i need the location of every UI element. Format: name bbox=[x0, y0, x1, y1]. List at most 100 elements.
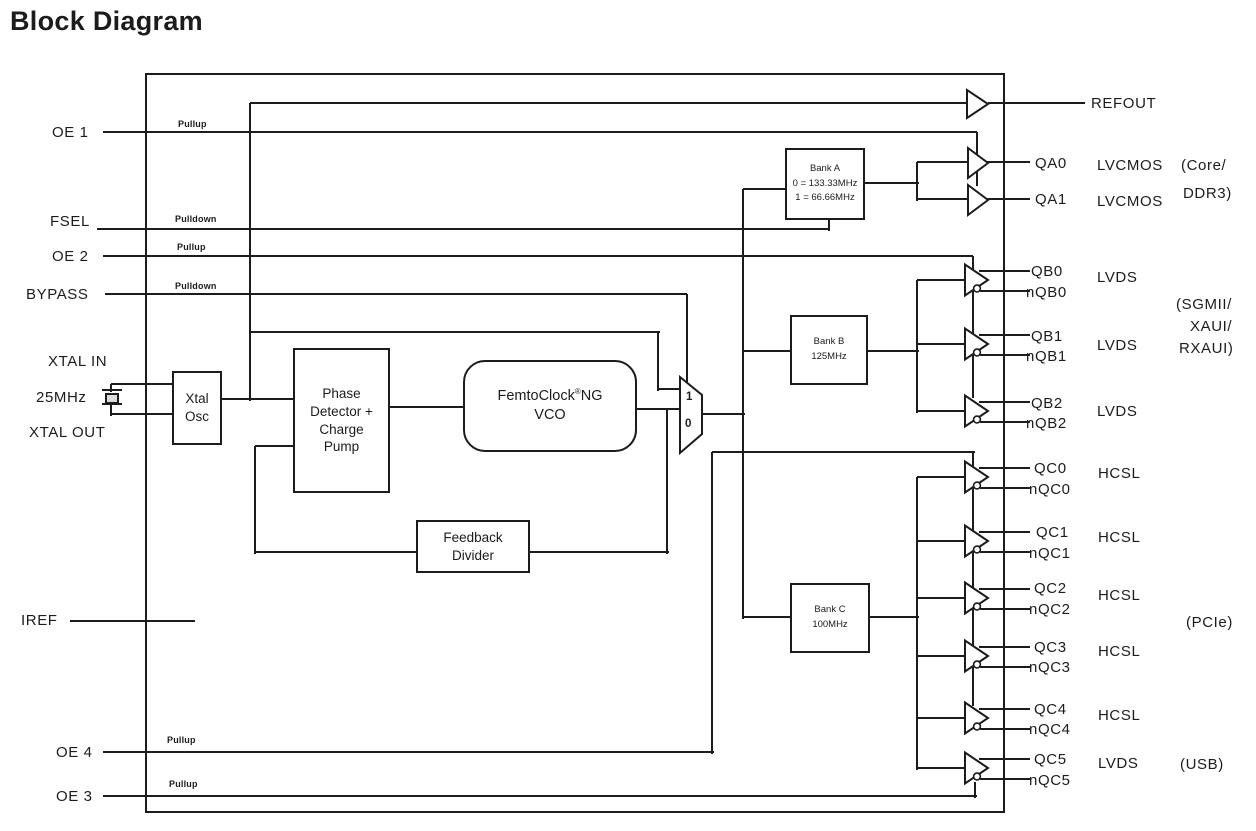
qb1-out-wire bbox=[979, 334, 1030, 336]
page-title: Block Diagram bbox=[10, 6, 203, 36]
output-qc0-label: QC0 bbox=[1034, 460, 1067, 477]
output-qc1-type: HCSL bbox=[1098, 529, 1141, 546]
output-qb0-label: QB0 bbox=[1031, 263, 1063, 280]
output-nqc3-label: nQC3 bbox=[1029, 659, 1071, 676]
nqc5-out-wire bbox=[980, 778, 1030, 780]
pin-oe3-pull: Pullup bbox=[169, 779, 198, 789]
qc3-buffer-invert-bubble bbox=[972, 660, 982, 669]
nqb2-out-wire bbox=[980, 421, 1030, 423]
output-nqc4-label: nQC4 bbox=[1029, 721, 1071, 738]
vco-out-wire bbox=[635, 408, 682, 410]
pin-xtal-in-label: XTAL IN bbox=[48, 353, 108, 370]
pin-bypass-label: BYPASS bbox=[26, 286, 89, 303]
phase-detector-block: Phase Detector + Charge Pump bbox=[293, 348, 390, 493]
bank-b-out-wire bbox=[866, 350, 919, 352]
qa1-buffer bbox=[967, 183, 990, 217]
output-qc1-label: QC1 bbox=[1036, 524, 1069, 541]
xtal-in-wire bbox=[111, 383, 172, 385]
output-qa0-type: LVCMOS bbox=[1097, 157, 1163, 174]
clock-mux-shape bbox=[679, 374, 703, 456]
fbdiv-label-line1: Feedback bbox=[443, 529, 503, 545]
output-qb2-type: LVDS bbox=[1097, 403, 1138, 420]
qc0-buffer-invert-bubble bbox=[972, 481, 982, 490]
qc1-buffer-invert-bubble bbox=[972, 545, 982, 554]
bank-b-title: Bank B bbox=[813, 336, 845, 348]
oe4-enable-chain bbox=[972, 452, 974, 706]
qc0-out-wire bbox=[979, 467, 1030, 469]
pin-iref-label: IREF bbox=[21, 612, 58, 629]
bank-c-title: Bank C bbox=[814, 604, 846, 616]
pin-fsel-label: FSEL bbox=[50, 213, 90, 230]
pin-oe4-label: OE 4 bbox=[56, 744, 93, 761]
qb0-buffer-invert-bubble bbox=[972, 284, 982, 293]
qc3-in-wire bbox=[917, 655, 967, 657]
qc1-out-wire bbox=[979, 531, 1030, 533]
ref-bypass-rail bbox=[249, 103, 251, 401]
qc-application-label: (PCIe) bbox=[1186, 614, 1233, 631]
xtal-mux-top-wire bbox=[250, 331, 660, 333]
output-qc4-label: QC4 bbox=[1034, 701, 1067, 718]
pin-oe4-pull: Pullup bbox=[167, 735, 196, 745]
qc5-in-wire bbox=[917, 767, 967, 769]
bank-c-frequency: 100MHz bbox=[812, 619, 848, 630]
oe4-top-wire bbox=[712, 451, 975, 453]
oe3-wire bbox=[103, 795, 977, 797]
oe4-wire bbox=[103, 751, 714, 753]
qc5-application-label: (USB) bbox=[1180, 756, 1224, 773]
qb-application-line2: XAUI/ bbox=[1190, 318, 1233, 335]
qc4-buffer-invert-bubble bbox=[972, 722, 982, 731]
nqc2-out-wire bbox=[980, 608, 1030, 610]
qa1-in-wire bbox=[917, 198, 970, 200]
bank-c-out-wire bbox=[868, 616, 919, 618]
bank-a-option0: 0 = 133.33MHz bbox=[792, 177, 858, 189]
output-qc0-type: HCSL bbox=[1098, 465, 1141, 482]
nqc3-out-wire bbox=[980, 666, 1030, 668]
qa0-out-wire bbox=[986, 161, 1030, 163]
qc0-in-wire bbox=[917, 476, 967, 478]
pll-feedback-in-wire bbox=[255, 445, 295, 447]
pll-label-line2: Detector + bbox=[310, 403, 373, 419]
fsel-wire bbox=[97, 228, 830, 230]
refout-buffer bbox=[966, 88, 990, 120]
qa0-buffer bbox=[967, 146, 990, 180]
registered-mark: ® bbox=[574, 387, 581, 397]
output-nqb2-label: nQB2 bbox=[1026, 415, 1067, 432]
pll-label-line1: Phase bbox=[322, 386, 361, 402]
bank-c-block: Bank C 100MHz bbox=[790, 583, 870, 653]
qb-input-rail bbox=[916, 280, 918, 413]
qb0-in-wire bbox=[917, 279, 967, 281]
output-nqb1-label: nQB1 bbox=[1026, 348, 1067, 365]
xtal-out-wire bbox=[111, 413, 172, 415]
qc-input-rail bbox=[916, 477, 918, 770]
pin-bypass-pull: Pulldown bbox=[175, 281, 217, 291]
xtal-osc-label-line1: Xtal bbox=[185, 391, 209, 407]
qc1-in-wire bbox=[917, 540, 967, 542]
xtal-osc-out-wire bbox=[222, 398, 295, 400]
nqc1-out-wire bbox=[980, 551, 1030, 553]
qb-application-line1: (SGMII/ bbox=[1176, 296, 1232, 313]
pin-oe3-label: OE 3 bbox=[56, 788, 93, 805]
output-qc5-type: LVDS bbox=[1098, 755, 1139, 772]
pin-oe2-label: OE 2 bbox=[52, 248, 89, 265]
qc5-out-wire bbox=[979, 758, 1030, 760]
xtal-stub-top bbox=[110, 384, 112, 392]
output-qb1-type: LVDS bbox=[1097, 337, 1138, 354]
qb2-in-wire bbox=[917, 410, 967, 412]
pin-oe1-pull: Pullup bbox=[178, 119, 207, 129]
qc5-buffer-invert-bubble bbox=[972, 772, 982, 781]
oe4-riser-wire bbox=[711, 452, 713, 754]
refout-out bbox=[988, 102, 1085, 104]
xtal-osc-block: Xtal Osc bbox=[172, 371, 222, 445]
qb1-buffer-invert-bubble bbox=[972, 348, 982, 357]
output-qa1-label: QA1 bbox=[1035, 191, 1067, 208]
bank-b-block: Bank B 125MHz bbox=[790, 315, 868, 385]
vco-label-line2: VCO bbox=[534, 407, 566, 423]
mux-in1-wire bbox=[658, 388, 682, 390]
qc2-out-wire bbox=[979, 588, 1030, 590]
bank-b-in-wire bbox=[743, 350, 792, 352]
nqc4-out-wire bbox=[980, 728, 1030, 730]
oe2-enable-chain bbox=[972, 256, 974, 398]
bank-c-in-wire bbox=[743, 616, 792, 618]
qb2-out-wire bbox=[979, 401, 1030, 403]
qa0-in-wire bbox=[917, 161, 970, 163]
